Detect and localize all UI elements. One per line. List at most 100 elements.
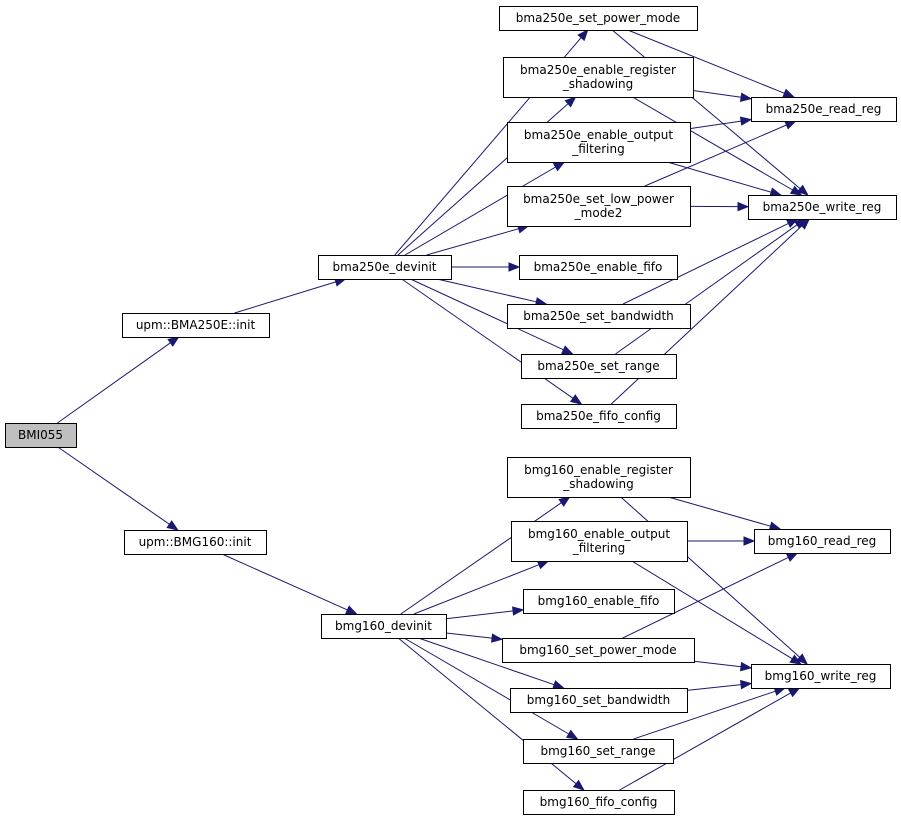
node-box xyxy=(751,97,897,122)
edge-bmg_devinit-to-bmg_set_range xyxy=(403,637,570,735)
arrowhead-bmg_write_reg xyxy=(787,687,801,698)
node-bma-read-reg[interactable]: bma250e_read_reg xyxy=(751,97,897,122)
edge-bmg_enable_reg_shadow-to-bmg_read_reg xyxy=(668,496,771,527)
node-box xyxy=(507,122,691,163)
arrowhead-bma_read_reg xyxy=(782,88,796,98)
edge-bmg_init-to-bmg_devinit xyxy=(221,553,348,611)
node-label: bmg160_write_reg xyxy=(765,669,877,683)
node-label: bma250e_enable_fifo xyxy=(534,260,663,274)
node-label: _filtering xyxy=(572,541,625,555)
node-bmg-set-range[interactable]: bmg160_set_range xyxy=(523,739,674,764)
arrowhead-bma_read_reg xyxy=(784,120,797,130)
node-label: bma250e_write_reg xyxy=(763,200,882,214)
edge-bmg_devinit-to-bmg_enable_output_filt xyxy=(413,564,540,615)
arrowhead-bmg_read_reg xyxy=(768,521,782,531)
arrowhead-bmg_fifo_config xyxy=(572,779,585,791)
node-label: bma250e_set_bandwidth xyxy=(523,309,674,323)
edges-layer xyxy=(57,28,811,791)
node-box xyxy=(523,589,675,614)
node-label: bma250e_enable_register xyxy=(520,63,676,77)
node-box xyxy=(521,354,677,379)
node-bmg-write-reg[interactable]: bmg160_write_reg xyxy=(751,664,891,689)
node-bmg-init[interactable]: upm::BMG160::init xyxy=(124,530,267,555)
node-box xyxy=(502,638,695,663)
node-bma-enable-fifo[interactable]: bma250e_enable_fifo xyxy=(519,255,678,280)
arrowhead-bma_init xyxy=(167,336,180,347)
nodes-layer: BMI055 upm::BMA250E::initupm::BMG160::ini… xyxy=(5,6,897,815)
edge-bmg_set_power_mode-to-bmg_write_reg xyxy=(693,660,742,668)
node-box xyxy=(321,614,447,639)
arrowhead-bmg_devinit xyxy=(345,605,358,615)
edge-bmg_set_bandwidth-to-bmg_write_reg xyxy=(686,684,742,691)
node-label: upm::BMG160::init xyxy=(139,535,252,549)
edge-bma_fifo_config-to-bma_write_reg xyxy=(610,225,803,405)
node-bmg-enable-fifo[interactable]: bmg160_enable_fifo xyxy=(523,589,675,614)
node-bma-enable-output-filt[interactable]: bma250e_enable_output_filtering xyxy=(507,122,691,163)
edge-bma_devinit-to-bma_fifo_config xyxy=(401,278,574,399)
arrowhead-bma_set_range xyxy=(561,345,574,355)
arrowhead-bmg_read_reg xyxy=(785,552,799,562)
edge-bmg_devinit-to-bmg_fifo_config xyxy=(397,637,577,785)
node-bmg-set-bandwidth[interactable]: bmg160_set_bandwidth xyxy=(510,688,688,713)
node-label: bmg160_set_bandwidth xyxy=(527,693,670,707)
edge-bmg_set_power_mode-to-bmg_read_reg xyxy=(622,556,789,639)
node-box xyxy=(318,255,452,280)
node-bma-write-reg[interactable]: bma250e_write_reg xyxy=(748,195,897,220)
node-bma-fifo-config[interactable]: bma250e_fifo_config xyxy=(521,404,677,429)
node-bmg-enable-output-filt[interactable]: bmg160_enable_output_filtering xyxy=(511,521,688,562)
node-label: bma250e_enable_output xyxy=(524,128,673,142)
node-label: bmg160_enable_register xyxy=(524,463,673,477)
node-label: bma250e_devinit xyxy=(332,260,436,274)
node-bma-set-bandwidth[interactable]: bma250e_set_bandwidth xyxy=(507,304,691,329)
node-box xyxy=(503,57,694,98)
arrowhead-bma_write_reg xyxy=(769,187,782,197)
node-bmg-devinit[interactable]: bmg160_devinit xyxy=(321,614,447,639)
arrowhead-bmg_enable_fifo xyxy=(512,606,525,616)
node-bma-init[interactable]: upm::BMA250E::init xyxy=(122,313,270,338)
arrowhead-bmg_write_reg xyxy=(740,679,753,690)
edge-bma_enable_output_filt-to-bma_read_reg xyxy=(689,120,742,130)
node-bma-enable-reg-shadow[interactable]: bma250e_enable_register_shadowing xyxy=(503,57,694,98)
node-label: bma250e_set_low_power xyxy=(523,192,674,206)
node-label: bma250e_fifo_config xyxy=(536,409,661,423)
arrowhead-bmg_set_bandwidth xyxy=(552,680,565,690)
edge-bmg_enable_output_filt-to-bmg_write_reg xyxy=(631,560,793,660)
node-bmg-set-power-mode[interactable]: bmg160_set_power_mode xyxy=(502,638,695,663)
node-label: bma250e_set_range xyxy=(537,359,659,373)
edge-bmg_devinit-to-bmg_enable_fifo xyxy=(445,610,514,620)
node-box xyxy=(507,304,691,329)
node-box xyxy=(521,404,677,429)
edge-bma_enable_reg_shadow-to-bma_read_reg xyxy=(692,90,742,98)
node-bmg-fifo-config[interactable]: bmg160_fifo_config xyxy=(523,790,675,815)
edge-bma_enable_output_filt-to-bma_write_reg xyxy=(667,161,772,193)
edge-bma_devinit-to-bma_enable_output_filt xyxy=(404,166,556,256)
node-box xyxy=(124,530,267,555)
node-bma-devinit[interactable]: bma250e_devinit xyxy=(318,255,452,280)
node-bmi055: BMI055 xyxy=(5,423,77,448)
arrowhead-bma_enable_reg_shadow xyxy=(564,96,577,108)
node-bma-set-power-mode[interactable]: bma250e_set_power_mode xyxy=(499,6,698,31)
node-bma-set-range[interactable]: bma250e_set_range xyxy=(521,354,677,379)
edge-bmg_set_range-to-bmg_write_reg xyxy=(633,690,776,740)
node-box xyxy=(122,313,270,338)
node-box xyxy=(507,186,691,227)
node-bma-set-low-power-mode2[interactable]: bma250e_set_low_power_mode2 xyxy=(507,186,691,227)
edge-bma_set_power_mode-to-bma_read_reg xyxy=(627,29,785,94)
node-box xyxy=(499,6,698,31)
arrowhead-bma_set_power_mode xyxy=(577,28,589,42)
edge-bmg_fifo_config-to-bmg_write_reg xyxy=(619,692,791,791)
node-bmg-read-reg[interactable]: bmg160_read_reg xyxy=(754,529,891,554)
edge-bmi055-to-bma_init xyxy=(57,342,171,424)
node-label: bmg160_enable_fifo xyxy=(538,594,660,608)
node-box xyxy=(754,529,891,554)
node-box xyxy=(523,790,675,815)
arrowhead-bma_read_reg xyxy=(739,116,753,126)
node-box xyxy=(748,195,897,220)
node-label: bmg160_set_power_mode xyxy=(519,643,676,657)
node-bmg-enable-reg-shadow[interactable]: bmg160_enable_register_shadowing xyxy=(507,457,691,498)
edge-bma_devinit-to-bma_set_range xyxy=(410,278,564,351)
node-label: bmg160_read_reg xyxy=(768,534,877,548)
arrowhead-bma_write_reg xyxy=(737,201,750,212)
arrowhead-bma_fifo_config xyxy=(569,394,583,405)
arrowhead-bmg_enable_reg_shadow xyxy=(558,496,571,507)
